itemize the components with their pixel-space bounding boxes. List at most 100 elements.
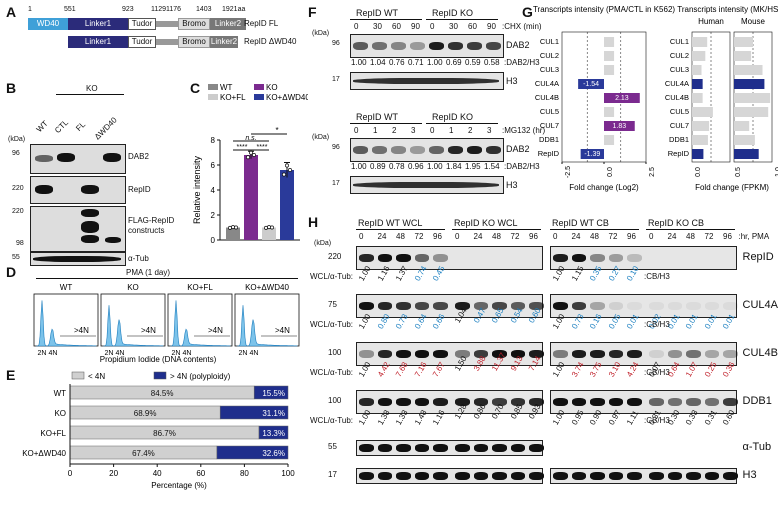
g-right-cat-1: CUL2 [670,51,689,60]
h-band-1-1-2 [492,302,507,310]
f-mg132-band-dab2-2 [391,146,406,154]
d-title-line [36,278,298,279]
pos-1176: 1176 [166,6,182,13]
h-group-1: RepID KO WCL [454,218,518,228]
h-cb-label-1: :CB/H3 [644,320,670,329]
f-mg132-ratio-6: 1.95 [465,162,481,171]
h-band-5-0-4 [433,472,448,480]
c-sig-0: **** [237,144,248,151]
g-left-cat-3: CUL4A [535,79,559,88]
h-band-3-3-1 [667,398,682,406]
h-band-2-0-4 [433,350,448,358]
e-cat-0: WT [54,389,67,398]
e-xtick-label-0: 0 [68,469,73,478]
e-xtick-label-3: 60 [196,469,205,478]
d-xtick-4n-2: 4N [183,350,192,357]
h-wcl-label-0: WCL/α-Tub: [310,272,353,281]
g-right-bar-0-5 [692,107,713,117]
h-blot-2-1 [550,342,738,366]
c-dot-3-0 [282,172,286,177]
h-band-0-0-1 [377,254,392,262]
h-band-2-1-2 [492,350,507,358]
h-band-3-2-3 [608,398,623,406]
f-chx-blot-h3 [350,72,504,90]
h-band-2-3-4 [723,350,738,358]
f-chx-ratio-2: 0.76 [389,58,405,67]
d-cond-2: KO+FL [187,283,213,292]
f-chx-line-ko [426,19,498,20]
f-mg132-ratio-1: 0.89 [370,162,386,171]
panel-label-g: G [522,4,533,20]
f-chx-lane-6: 60 [468,22,477,31]
h-band-0-0-3 [414,254,429,262]
h-kda: (kDa) [314,240,332,247]
f-chx-band-dab2-3 [410,42,425,50]
g-right-cat-3: CUL4A [665,79,689,88]
domain-bromo: Bromo [178,18,210,30]
d-hist-2 [170,300,231,347]
f-chx-lane-7: 90 [487,22,496,31]
g-left-barlabel-4: 2.13 [615,95,629,102]
d-cond-0: WT [60,283,73,292]
h-band-5-1-1 [473,472,488,480]
h-blot-3-1 [550,390,738,414]
h-band-0-2-0 [553,254,568,262]
h-band-1-1-3 [510,302,525,310]
h-band-3-3-0 [649,398,664,406]
e-label-1-1: 31.1% [262,409,285,418]
b-lane-ctl: CTL [53,117,71,136]
panel-b-western-blot: KO WT CTL FL ΔWD40 (kDa) 96 DAB2 220 Rep… [8,84,188,266]
f-chx-band-h3 [353,78,499,84]
h-group-line-0 [356,229,445,230]
h-label-4: α-Tub [742,441,772,453]
d-xtick-2n-3: 2N [239,350,248,357]
c-dot-3-2 [288,168,292,172]
c-legend-label-2: KO+FL [220,93,246,102]
h-band-2-1-4 [529,350,544,358]
h-lane-0-2: 48 [396,232,405,241]
f-mg132-ratio-7: 1.54 [484,162,500,171]
e-label-0-1: 15.5% [262,389,285,398]
h-band-1-0-4 [433,302,448,310]
h-band-5-0-0 [359,472,374,480]
b-lane-dwd40: ΔWD40 [92,115,119,142]
g-right-series-0: Human [698,17,724,26]
f-mg132-lane-7: 3 [487,126,492,135]
h-lane-3-3: 72 [704,232,714,241]
e-bar-3-1 [216,445,289,460]
c-ytick-label-4: 8 [211,136,216,145]
h-band-3-2-1 [571,398,586,406]
g-right-xtick-label-0: 0.0 [695,167,702,177]
h-treatment: :hr, PMA [738,232,770,241]
f-chx-band-dab2-2 [391,42,406,50]
g-left-bar-3 [578,79,604,89]
h-lane-2-1: 24 [571,232,581,241]
g-left-xtick-label-2: 2.5 [649,167,656,177]
f-mg132-group-ko: RepID KO [432,112,474,122]
h-band-0-0-0 [359,254,374,262]
e-label-3-0: 67.4% [132,449,155,458]
g-left-barlabel-6: 1.83 [613,123,627,130]
h-lane-2-0: 0 [553,232,558,241]
f-mg132-blot-dab2 [350,138,504,162]
h-blot-5-0 [356,468,544,484]
g-right-bar-1-7 [734,135,755,145]
g-right-bar-0-4 [692,93,703,103]
h-band-1-1-4 [529,302,544,310]
f-chx-group-wt: RepID WT [356,8,399,18]
h-band-1-0-3 [414,302,429,310]
h-band-5-2-3 [608,472,623,480]
e-legend-swatch-1 [153,371,167,380]
c-legend-label-0: WT [220,83,233,92]
f-chx-lane-5: 30 [449,22,458,31]
domain-bromo-d: Bromo [178,36,210,48]
f-chx-ratio-0: 1.00 [351,58,367,67]
h-band-5-0-2 [396,472,411,480]
f-mg132-band-dab2-1 [372,146,387,154]
c-sig-1: **** [257,144,268,151]
f-mg132-ratio-4: 1.00 [427,162,443,171]
g-right-bar-1-4 [734,93,771,103]
h-band-5-3-2 [686,472,701,480]
